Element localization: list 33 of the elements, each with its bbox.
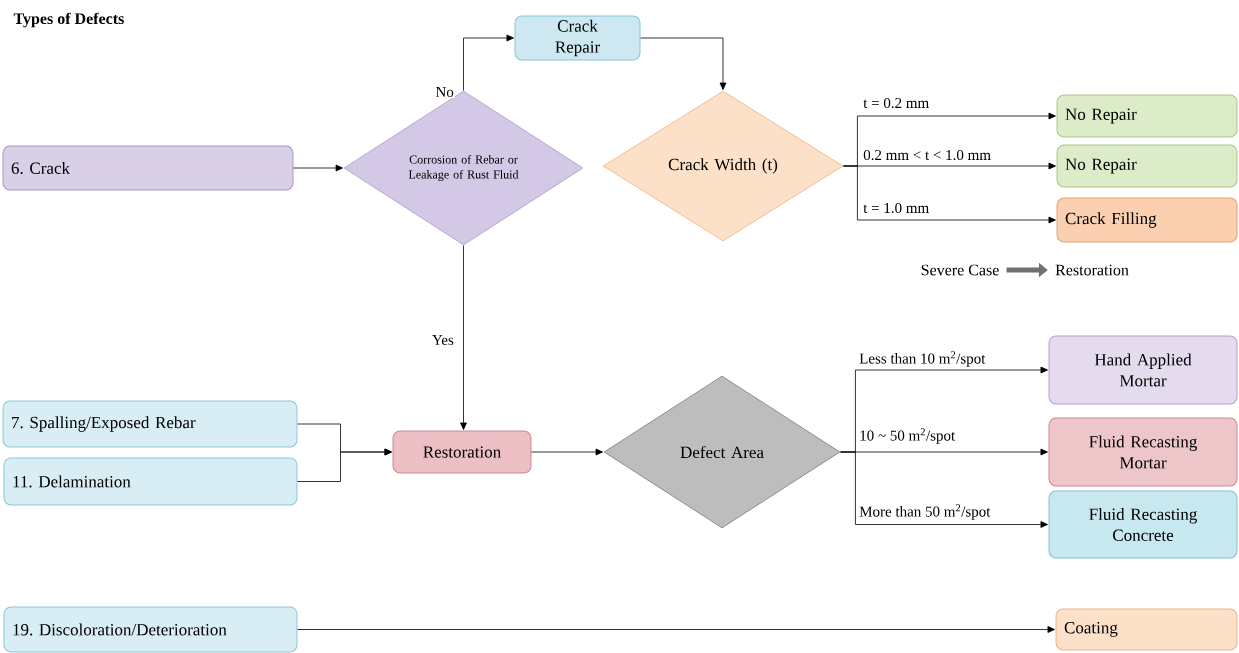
result-box: Fluid Recasting Concrete [1048, 490, 1238, 559]
arrow [843, 165, 1056, 224]
arrow [297, 626, 1055, 633]
result-box: No Repair [1056, 94, 1238, 138]
result-box: Coating [1055, 608, 1238, 651]
result-box: Fluid Recasting Mortar [1048, 417, 1238, 487]
edge-label: No [434, 86, 455, 98]
defect-box: 6. Crack [2, 145, 294, 191]
edge-label: t = 1.0 mm [862, 201, 931, 215]
arrow [460, 245, 467, 430]
note-text: Restoration [1055, 264, 1129, 276]
defect-box: 19. Discoloration/Deterioration [3, 606, 298, 653]
edge-label: More than 50 m$^{2}$/spot [858, 503, 992, 521]
edge-label: t = 0.2 mm [862, 96, 931, 110]
title: Types of Defects [13, 12, 124, 28]
arrow [293, 164, 343, 172]
arrow [840, 451, 1048, 528]
arrow [463, 34, 514, 91]
note-text: Severe Case [921, 264, 999, 276]
arrow [640, 37, 727, 90]
edge-label: 10 ~ 50 m$^{2}$/spot [858, 427, 957, 445]
arrow [297, 448, 392, 482]
process-box: Restoration [392, 430, 532, 474]
defect-box: 7. Spalling/Exposed Rebar [2, 400, 298, 448]
result-box: Crack Filling [1056, 197, 1238, 243]
process-box: Crack Repair [514, 15, 641, 61]
edge-label: Less than 10 m$^{2}$/spot [858, 350, 987, 368]
edge-label: Yes [431, 334, 455, 346]
arrow [531, 448, 603, 456]
edge-label: 0.2 mm < t < 1.0 mm [862, 148, 992, 162]
defect-box: 11. Delamination [3, 457, 298, 506]
result-box: Hand Applied Mortar [1048, 335, 1238, 405]
result-box: No Repair [1056, 144, 1238, 188]
